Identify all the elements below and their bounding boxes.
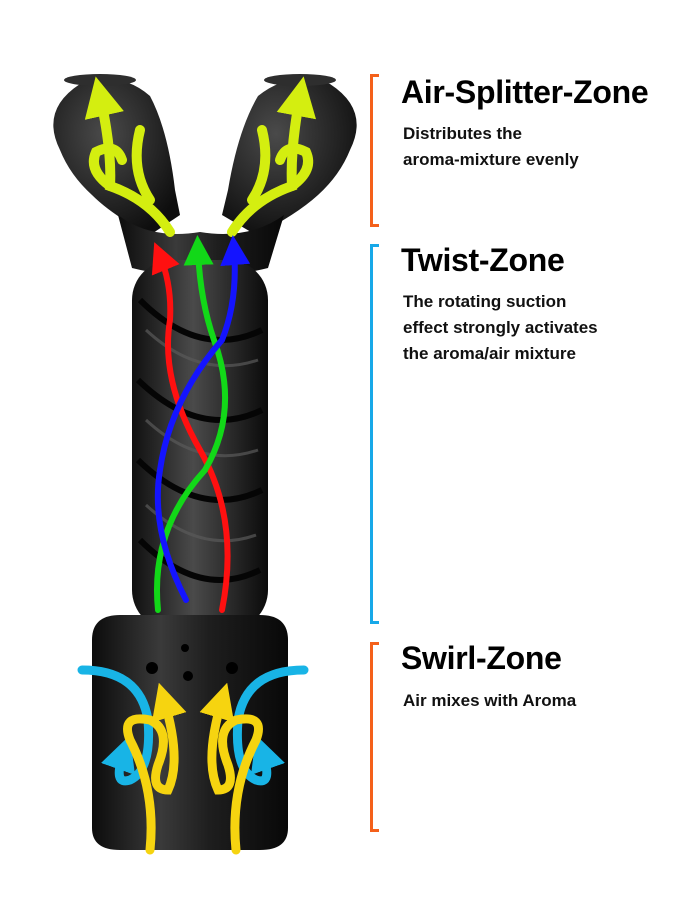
zone-bracket — [370, 244, 379, 624]
zone-bracket — [370, 74, 379, 227]
zone-description-line: the aroma/air mixture — [403, 344, 576, 363]
splitter-left-cap — [64, 74, 136, 86]
twist-groove-1 — [137, 297, 264, 343]
yellow-swirl-right — [199, 682, 263, 855]
zone-bracket — [370, 642, 379, 832]
twist-groove-2 — [135, 377, 264, 423]
cyan-inlet-right — [232, 665, 309, 786]
lime-branch-right — [247, 125, 271, 205]
zone-description-line: effect strongly activates — [403, 318, 598, 337]
lime-curl-right — [275, 143, 314, 191]
swirl-flows — [77, 665, 309, 855]
lime-branch-left — [131, 125, 155, 205]
zone-title: Twist-Zone — [401, 242, 565, 278]
twist-flows — [151, 235, 251, 613]
splitter-right-cap — [264, 74, 336, 86]
zone-description-line: Air mixes with Aroma — [403, 691, 577, 710]
zone-description-line: Distributes the — [403, 124, 523, 143]
zone-title: Swirl-Zone — [401, 640, 562, 676]
air-splitter-flows — [84, 76, 317, 237]
zone-title: Air-Splitter-Zone — [401, 74, 649, 110]
blue-flow-arrow — [154, 235, 251, 603]
twist-groove-3 — [135, 457, 264, 503]
air-hole-left — [146, 662, 158, 674]
lime-curl-left — [88, 143, 127, 191]
zone-description: The rotating suction effect strongly act… — [403, 289, 598, 367]
product-illustration — [53, 74, 357, 855]
zone-description-line: The rotating suction — [403, 292, 567, 311]
zone-description: Air mixes with Aroma — [403, 688, 576, 714]
zone-description: Distributes the aroma-mixture evenly — [403, 121, 579, 173]
air-hole-center-top — [181, 644, 189, 652]
yellow-swirl-left — [123, 682, 187, 855]
twist-groove-4 — [137, 537, 262, 583]
zone-description-line: aroma-mixture evenly — [403, 150, 579, 169]
air-hole-center — [183, 671, 193, 681]
cyan-inlet-left — [77, 665, 154, 786]
air-hole-right — [226, 662, 238, 674]
